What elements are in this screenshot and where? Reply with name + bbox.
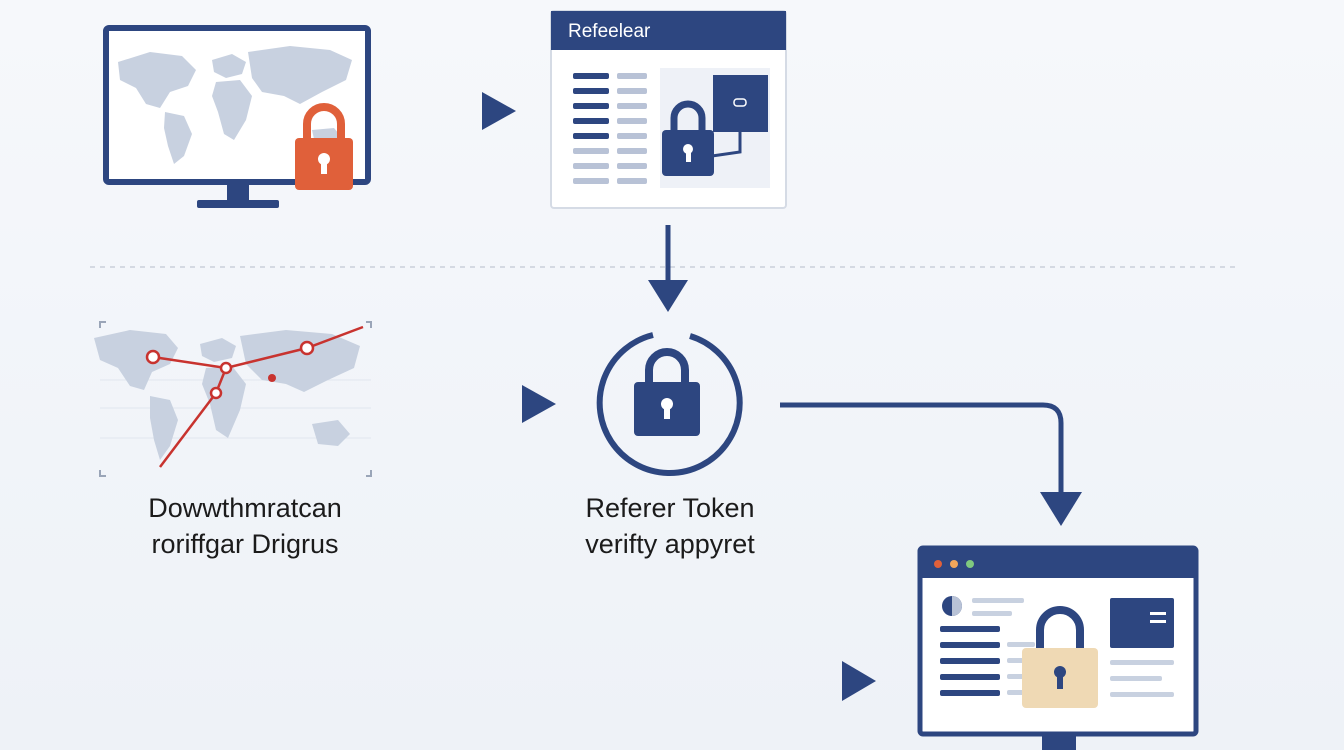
local-step-caption: Dowwthmratcan roriffgar Drigrus [100, 490, 390, 562]
verify-step-caption-line1: Referer Token [585, 493, 755, 523]
monitor-icon [103, 25, 371, 208]
verify-step-caption: Referer Token verifty appyret [540, 490, 800, 562]
arrow-icon [626, 661, 876, 701]
arrow-icon [416, 385, 556, 423]
route-map-icon [94, 321, 372, 477]
padlock-icon [662, 100, 714, 176]
browser-window-icon [917, 545, 1199, 750]
top-window-title: Refeelear [568, 21, 651, 42]
local-step-caption-line1: Dowwthmratcan [148, 493, 342, 523]
world-map-icon [118, 46, 352, 164]
document-window-icon: Refeelear [550, 10, 787, 209]
padlock-icon [1022, 606, 1098, 708]
arrow-icon [398, 92, 516, 130]
padlock-icon [295, 103, 353, 190]
local-step-caption-line2: roriffgar Drigrus [151, 529, 339, 559]
arrow-icon [780, 402, 1082, 526]
verify-step-caption-line2: verifty appyret [585, 529, 755, 559]
arrow-icon [648, 225, 688, 312]
circle-lock-icon [596, 332, 743, 476]
